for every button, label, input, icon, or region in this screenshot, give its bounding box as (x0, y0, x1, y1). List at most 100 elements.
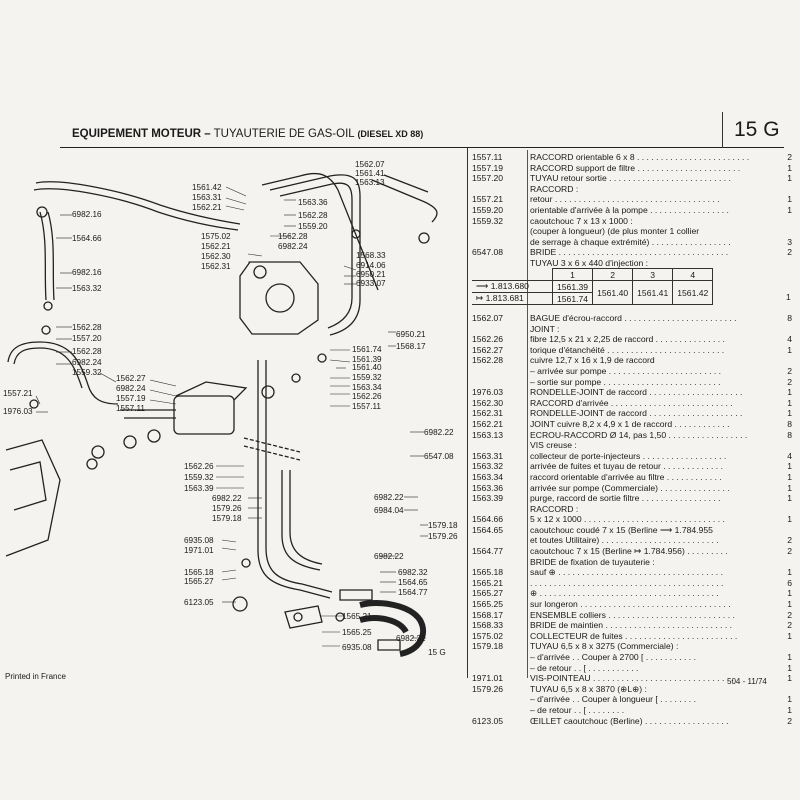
diagram-label: 1579.18 (428, 521, 458, 530)
part-qty: 1 (787, 482, 792, 493)
list-item: – arrivée sur pompe . . . . . . . . . . … (472, 366, 794, 377)
ref-column-divider (527, 150, 528, 678)
part-qty: 2 (787, 152, 792, 162)
part-desc: TUYAU 6,5 x 8 x 3275 (Commerciale) : (530, 641, 679, 652)
injection-pipes (269, 174, 361, 336)
part-desc: – sortie sur pompe . . . . . . . . . . .… (530, 376, 721, 387)
diagram-label: 1579.18 (212, 514, 242, 523)
part-desc: collecteur de porte-injecteurs . . . . .… (530, 450, 727, 461)
part-desc: BRIDE . . . . . . . . . . . . . . . . . … (530, 247, 729, 258)
part-desc: JOINT : (530, 323, 560, 334)
diagram-label: 1564.65 (398, 578, 428, 587)
part-qty: 8 (787, 429, 792, 440)
part-qty: 1 (787, 662, 792, 673)
part-ref: 1562.21 (472, 418, 504, 429)
part-desc: ECROU-RACCORD Ø 14, pas 1,50 . . . . . .… (530, 429, 748, 440)
diagram-label: 1562.27 (116, 374, 146, 383)
list-item: – d'arrivée . . Couper à 2700 [ . . . . … (472, 652, 794, 663)
diagram-label: 6982.16 (72, 210, 102, 219)
pipe-top-left (35, 181, 241, 225)
diagram-label: 1557.19 (116, 394, 146, 403)
list-item: 1559.32 caoutchouc 7 x 13 x 1000 : (472, 216, 794, 227)
part-desc: – d'arrivée . . Couper à longueur [ . . … (530, 694, 696, 705)
diagram-label: 1562.26 (184, 462, 214, 471)
part-desc: ENSEMBLE colliers . . . . . . . . . . . … (530, 609, 735, 620)
part-qty: 1 (787, 173, 792, 184)
list-item: 1564.66 5 x 12 x 1000 . . . . . . . . . .… (472, 514, 794, 525)
part-ref: 1563.32 (472, 461, 504, 472)
part-desc: VIS-POINTEAU . . . . . . . . . . . . . .… (530, 673, 734, 684)
part-desc: 5 x 12 x 1000 . . . . . . . . . . . . . … (530, 514, 725, 525)
part-desc: COLLECTEUR de fuites . . . . . . . . . .… (530, 630, 738, 641)
diagram-label: 6982.16 (72, 268, 102, 277)
part-qty: 1 (787, 694, 792, 705)
part-qty: 2 (787, 376, 792, 387)
part-qty: 1 (787, 344, 792, 355)
diagram-label: 1561.42 (192, 183, 222, 192)
part-qty: 8 (787, 418, 792, 429)
diagram-label: 1557.20 (72, 334, 102, 343)
table-cell: 1561.74 (551, 292, 594, 305)
list-item: 1565.27 ⊕ . . . . . . . . . . . . . . . .… (472, 588, 794, 599)
part-qty: 6 (787, 577, 792, 588)
diagram-label: 1563.31 (192, 193, 222, 202)
part-ref: 1559.32 (472, 215, 504, 226)
list-item: – d'arrivée . . Couper à longueur [ . . … (472, 694, 794, 705)
part-ref: 1568.17 (472, 609, 504, 620)
col-header: 3 (632, 268, 674, 281)
diagram-label: 1557.21 (3, 389, 33, 398)
part-ref: 1563.36 (472, 482, 504, 493)
list-item: 1563.13 ECROU-RACCORD Ø 14, pas 1,50 . . … (472, 430, 794, 441)
part-qty: 1 (787, 194, 792, 205)
part-ref: 1568.33 (472, 620, 504, 631)
part-desc: – arrivée sur pompe . . . . . . . . . . … (530, 365, 722, 376)
header-rule (60, 147, 784, 148)
part-desc: ⊕ . . . . . . . . . . . . . . . . . . . … (530, 588, 719, 599)
part-ref: 1564.66 (472, 514, 504, 525)
list-item: 6547.08 BRIDE . . . . . . . . . . . . . .… (472, 247, 794, 258)
part-desc: caoutchouc 7 x 13 x 1000 : (530, 215, 633, 226)
page-title: EQUIPEMENT MOTEUR – TUYAUTERIE DE GAS-OI… (72, 128, 423, 140)
part-qty: 2 (787, 247, 792, 258)
column-divider (467, 148, 468, 678)
row-label: ↦ 1.813.681 (472, 292, 553, 305)
diagram-label: 1562.26 (352, 392, 382, 401)
list-item: – sortie sur pompe . . . . . . . . . . .… (472, 377, 794, 388)
part-qty: 8 (787, 313, 792, 323)
pipe-clip-chain (243, 437, 301, 461)
list-item: RACCORD : (472, 184, 794, 195)
list-item: TUYAU 3 x 6 x 440 d'injection : (472, 258, 794, 269)
part-ref: 6547.08 (472, 247, 504, 258)
diagram-label: 1575.02 (201, 232, 231, 241)
part-ref: 1563.13 (472, 429, 504, 440)
part-qty: 2 (787, 620, 792, 631)
part-qty: 1 (787, 471, 792, 482)
part-desc: RACCORD : (530, 183, 579, 194)
list-item: 1568.17 ENSEMBLE colliers . . . . . . . .… (472, 610, 794, 621)
diagram-label: 6982.32 (396, 634, 426, 643)
part-qty: 1 (787, 652, 792, 662)
part-desc: sauf ⊕ . . . . . . . . . . . . . . . . .… (530, 567, 723, 578)
part-desc: RACCORD orientable 6 x 8 . . . . . . . .… (530, 152, 750, 162)
table-row: ⟶ 1.813.680 1561.39 1561.40 1561.41 1561… (472, 280, 714, 305)
hose-elbow (359, 600, 427, 657)
diagram-label: 1563.39 (184, 484, 214, 493)
diagram-label: 1579.26 (428, 532, 458, 541)
diagram-label: 1557.11 (352, 402, 381, 411)
part-qty: 1 (787, 493, 792, 504)
table-qty: 1 (786, 292, 791, 302)
part-ref: 1565.27 (472, 588, 504, 599)
part-desc: fibre 12,5 x 21 x 2,25 de raccord . . . … (530, 334, 725, 345)
